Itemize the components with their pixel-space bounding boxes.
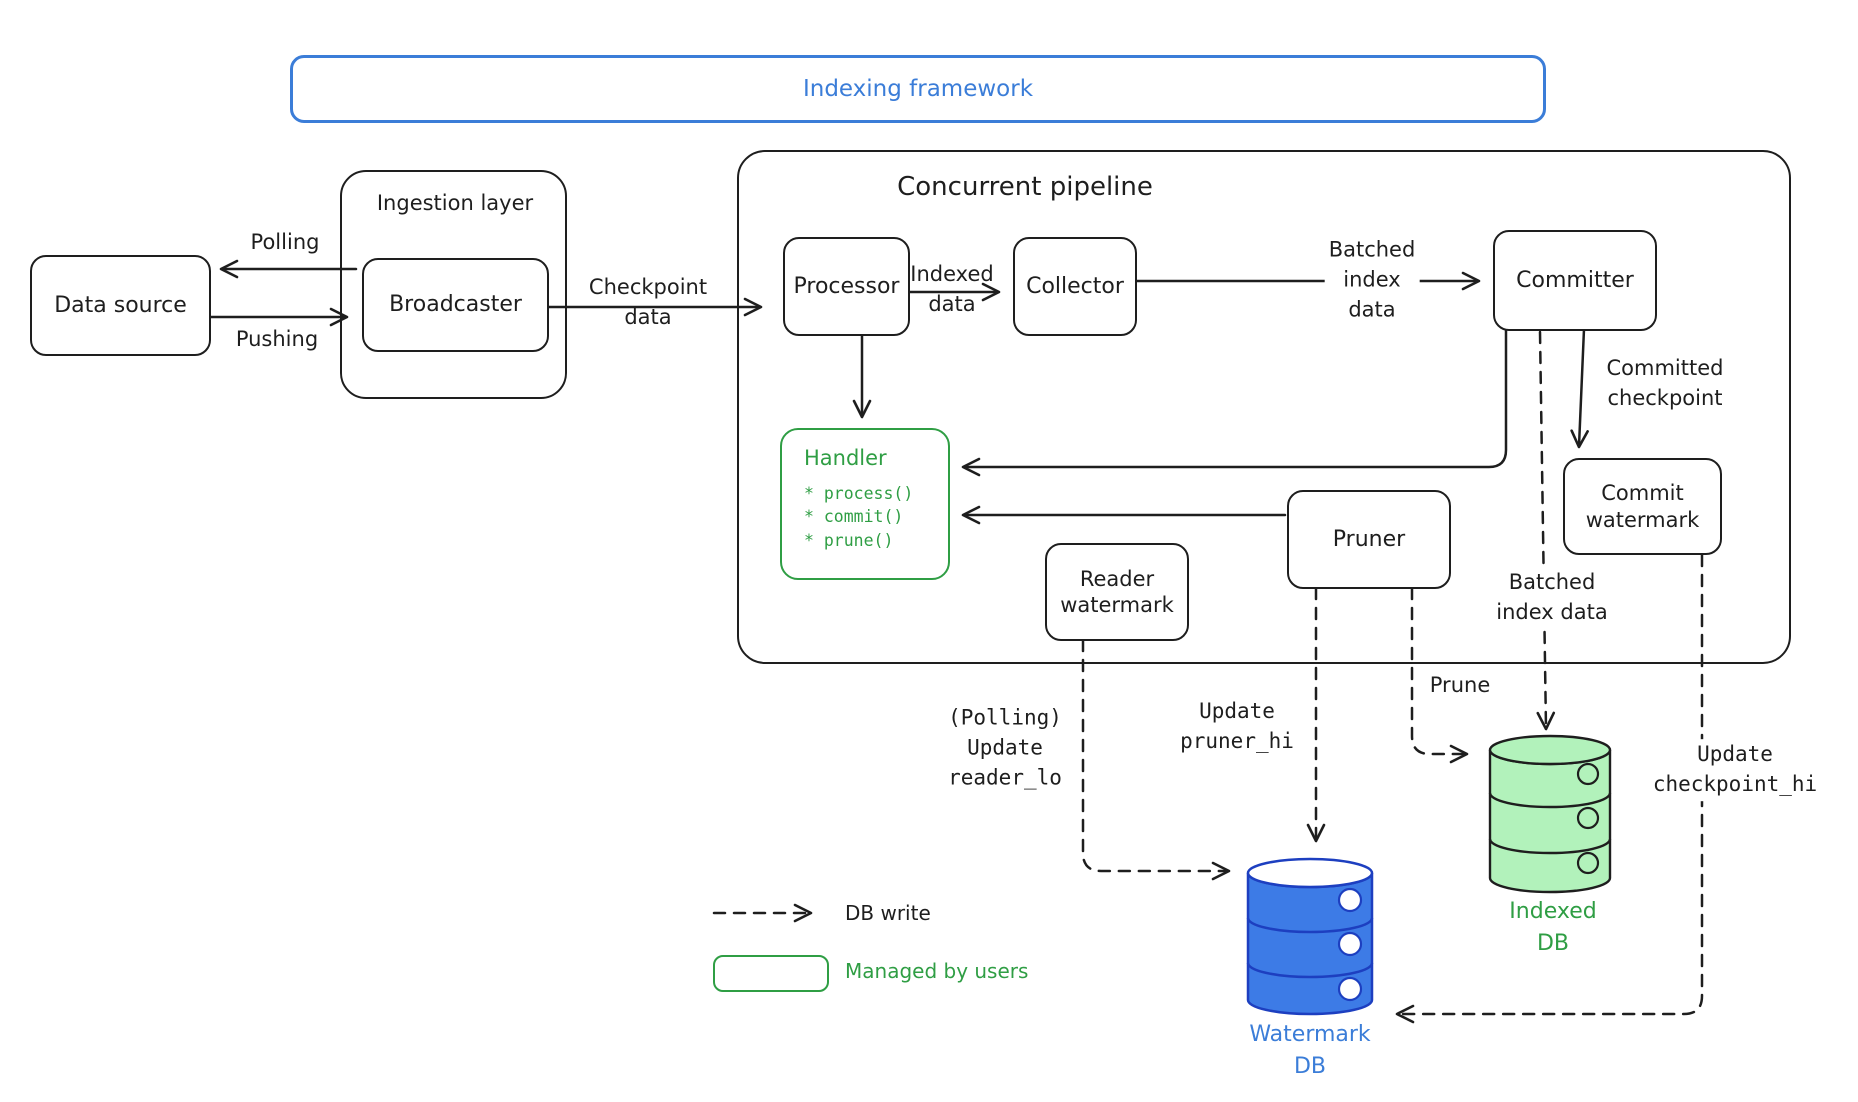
concurrent-pipeline-title: Concurrent pipeline [897, 172, 1153, 202]
update-checkpoint-hi-edge-label: Update checkpoint_hi [1648, 739, 1822, 801]
handler-method-commit: * commit() [804, 507, 904, 527]
commit-watermark-node: Commit watermark [1563, 458, 1722, 555]
update-pruner-hi-edge-label: Update pruner_hi [1180, 699, 1294, 753]
pushing-edge-label: Pushing [235, 327, 319, 352]
legend-managed-by-users-swatch [713, 955, 829, 992]
broadcaster-label: Broadcaster [389, 292, 522, 318]
handler-method-prune: * prune() [804, 530, 894, 550]
dashed-arrow-update-checkpoint-hi [1395, 553, 1704, 1024]
batched-index-data-top-edge-label: Batched index data [1324, 234, 1420, 326]
reader-watermark-label: Reader watermark [1060, 566, 1174, 617]
batched-index-data-bottom-edge-label: Batched index data [1492, 567, 1612, 629]
ingestion-layer-title: Ingestion layer [376, 191, 534, 215]
collector-node: Collector [1013, 237, 1137, 336]
data-source-node: Data source [30, 255, 211, 356]
arrow-committer-to-handler [961, 327, 1508, 477]
pruner-label: Pruner [1332, 526, 1406, 552]
handler-method-process: * process() [804, 484, 914, 503]
indexing-framework-banner: Indexing framework [290, 55, 1546, 123]
indexed-db-cylinder [1488, 734, 1612, 894]
prune-edge-label: Prune [1429, 673, 1491, 698]
committer-node: Committer [1493, 230, 1657, 331]
checkpoint-data-edge-label: Checkpoint data [588, 275, 708, 329]
broadcaster-node: Broadcaster [362, 258, 549, 352]
handler-title: Handler [804, 446, 887, 470]
committer-label: Committer [1516, 267, 1634, 293]
indexed-db-label: Indexed DB [1509, 899, 1597, 956]
legend-db-write-label: DB write [845, 901, 931, 925]
data-source-label: Data source [54, 292, 187, 318]
dashed-arrow-prune [1410, 586, 1469, 764]
indexing-framework-title: Indexing framework [802, 76, 1034, 102]
pruner-node: Pruner [1287, 490, 1451, 589]
commit-watermark-label: Commit watermark [1585, 481, 1700, 532]
indexed-data-edge-label: Indexed data [910, 262, 994, 316]
polling-edge-label: Polling [250, 230, 320, 255]
watermark-db-cylinder [1246, 857, 1374, 1016]
reader-watermark-node: Reader watermark [1045, 543, 1189, 641]
collector-label: Collector [1026, 273, 1124, 299]
update-reader-lo-edge-label: (Polling) Update reader_lo [948, 705, 1062, 789]
handler-node: Handler * process() * commit() * prune() [780, 428, 950, 580]
committed-checkpoint-edge-label: Committed checkpoint [1606, 356, 1724, 410]
arrow-committed-checkpoint [1570, 327, 1589, 449]
processor-node: Processor [783, 237, 910, 336]
watermark-db-label: Watermark DB [1249, 1022, 1371, 1079]
dashed-arrow-batched-index-to-db [1536, 330, 1556, 731]
dashed-arrow-update-reader-lo [1081, 638, 1231, 881]
processor-label: Processor [793, 273, 900, 299]
legend-managed-by-users-label: Managed by users [845, 959, 1029, 983]
